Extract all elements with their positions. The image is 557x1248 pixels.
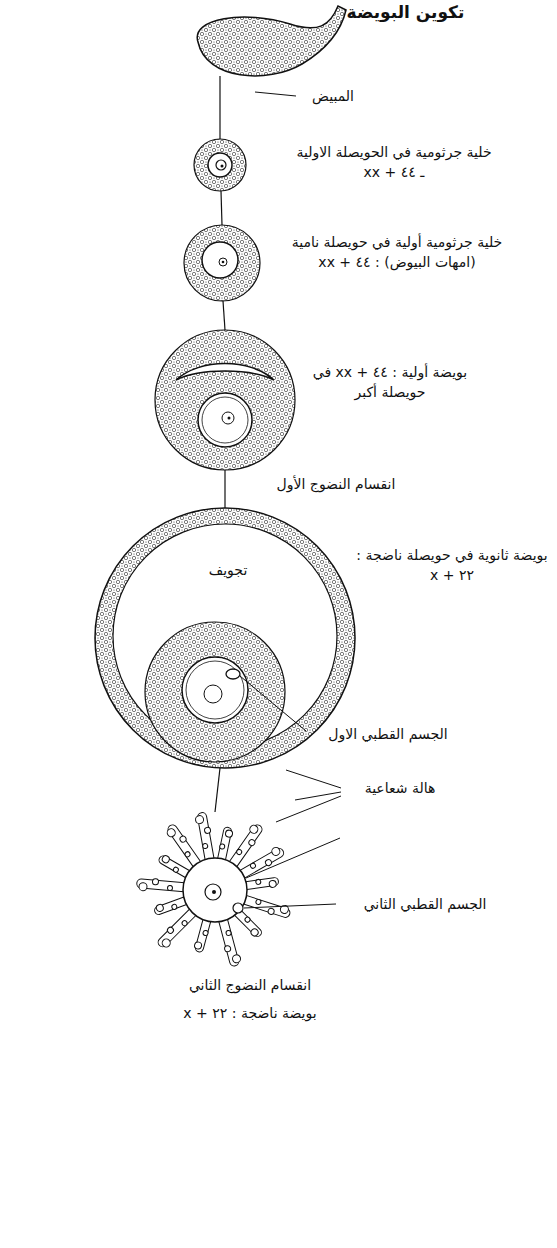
diagram-title: تكوين البويضة [318, 0, 493, 25]
stage-label: بويضة ثانوية في حويصلة ناضجة : ٢٢ + x [356, 545, 548, 586]
cavity-label: تجويف [190, 560, 266, 580]
division-label: انقسام النضوج الأول [236, 474, 436, 494]
stage-label: خلية جرثومية في الحويصلة الاولية ـ ٤٤ + … [296, 142, 492, 183]
division-label: انقسام النضوج الثاني [150, 975, 350, 995]
stage-label: بويضة ناضجة : ٢٢ + x [150, 1003, 350, 1023]
part-label: هالة شعاعية [345, 778, 455, 798]
part-label: الجسم القطبي الاول [308, 724, 468, 744]
stage-label: خلية جرثومية أولية في حويصلة نامية (امها… [290, 232, 504, 273]
part-label: الجسم القطبي الثاني [340, 894, 510, 914]
stage-label: بويضة أولية : ٤٤ + xx في حويصلة أكبر [302, 362, 478, 403]
organ-label: المبيض [298, 86, 368, 106]
